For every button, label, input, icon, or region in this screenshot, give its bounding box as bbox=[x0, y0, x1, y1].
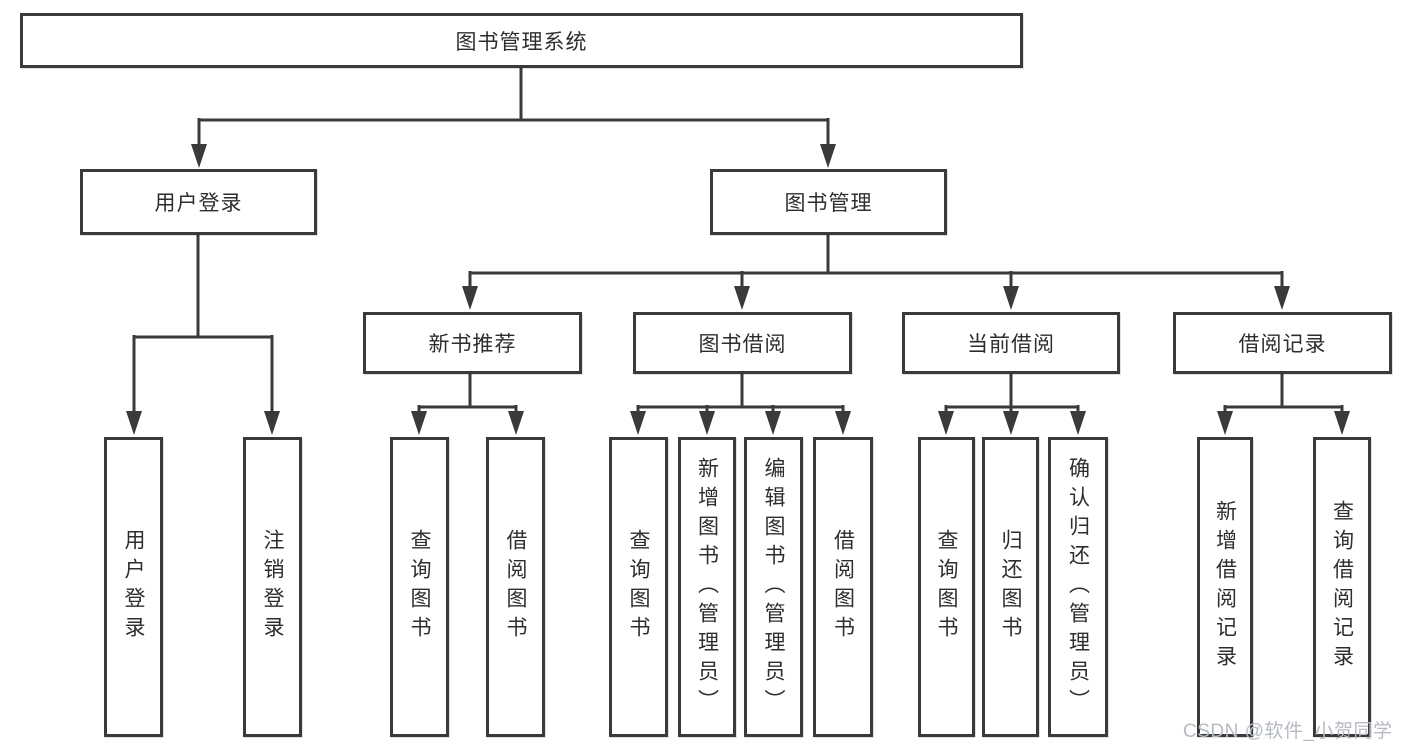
arrowhead bbox=[1070, 411, 1086, 435]
leaf-borrow-query-books: 查询图书 bbox=[609, 437, 668, 737]
arrowhead bbox=[411, 411, 427, 435]
leaf-label: 查询图书 bbox=[627, 529, 650, 645]
leaf-label: 查询图书 bbox=[408, 529, 431, 645]
leaf-label: 借阅图书 bbox=[831, 529, 855, 645]
leaf-current-query-books: 查询图书 bbox=[918, 437, 975, 737]
leaf-label: 用户登录 bbox=[122, 529, 145, 645]
connector-root bbox=[197, 68, 830, 146]
connector-mgmt-branch bbox=[468, 235, 1284, 288]
connector-book-borrow-group bbox=[636, 374, 845, 414]
leaf-label: 查询图书 bbox=[935, 529, 958, 645]
leaf-label: 新增图书（管理员） bbox=[695, 456, 719, 718]
connector-new-book-group bbox=[417, 374, 518, 414]
node-current-borrowing: 当前借阅 bbox=[902, 312, 1120, 374]
arrowhead bbox=[1274, 286, 1290, 310]
leaf-label: 归还图书 bbox=[999, 529, 1022, 645]
arrowhead bbox=[938, 411, 954, 435]
leaf-logout: 注销登录 bbox=[243, 437, 302, 737]
arrowhead bbox=[1334, 411, 1350, 435]
leaf-label: 注销登录 bbox=[261, 529, 284, 645]
leaf-borrow-edit-books-admin: 编辑图书（管理员） bbox=[744, 437, 803, 737]
leaf-rec-query-books: 查询图书 bbox=[390, 437, 449, 737]
arrowhead bbox=[820, 144, 836, 168]
arrowhead bbox=[462, 286, 478, 310]
node-borrowing-records: 借阅记录 bbox=[1173, 312, 1392, 374]
leaf-label: 查询借阅记录 bbox=[1330, 500, 1354, 674]
leaf-rec-borrow-books: 借阅图书 bbox=[486, 437, 545, 737]
node-library-system: 图书管理系统 bbox=[20, 13, 1023, 68]
arrowhead bbox=[835, 411, 851, 435]
leaf-records-query-record: 查询借阅记录 bbox=[1313, 437, 1371, 737]
leaf-borrow-add-books-admin: 新增图书（管理员） bbox=[678, 437, 736, 737]
node-user-login: 用户登录 bbox=[80, 169, 317, 235]
csdn-watermark: CSDN @软件_小贺同学 bbox=[1183, 721, 1393, 742]
arrowhead bbox=[699, 411, 715, 435]
connector-records-group bbox=[1223, 374, 1344, 414]
leaf-label: 新增借阅记录 bbox=[1213, 500, 1237, 674]
leaf-label: 编辑图书（管理员） bbox=[762, 456, 785, 718]
leaf-records-add-record: 新增借阅记录 bbox=[1197, 437, 1253, 737]
leaf-label: 借阅图书 bbox=[504, 529, 527, 645]
leaf-user-login: 用户登录 bbox=[104, 437, 163, 737]
leaf-borrow-borrow-books: 借阅图书 bbox=[813, 437, 873, 737]
node-book-borrowing: 图书借阅 bbox=[633, 312, 852, 374]
node-book-management: 图书管理 bbox=[710, 169, 947, 235]
node-new-book-recommend: 新书推荐 bbox=[363, 312, 582, 374]
arrowhead bbox=[630, 411, 646, 435]
leaf-current-return-books: 归还图书 bbox=[982, 437, 1039, 737]
leaf-label: 确认归还（管理员） bbox=[1066, 456, 1090, 718]
arrowhead bbox=[264, 411, 280, 435]
arrowhead bbox=[1217, 411, 1233, 435]
arrowhead bbox=[734, 286, 750, 310]
leaf-current-confirm-return-admin: 确认归还（管理员） bbox=[1048, 437, 1108, 737]
arrowhead bbox=[126, 411, 142, 435]
arrowhead bbox=[191, 144, 207, 168]
connector-current-borrow-group bbox=[944, 374, 1080, 414]
arrowhead bbox=[765, 411, 781, 435]
arrowhead bbox=[1003, 411, 1019, 435]
connector-user-branch bbox=[132, 235, 274, 413]
arrowhead bbox=[508, 411, 524, 435]
arrowhead bbox=[1003, 286, 1019, 310]
